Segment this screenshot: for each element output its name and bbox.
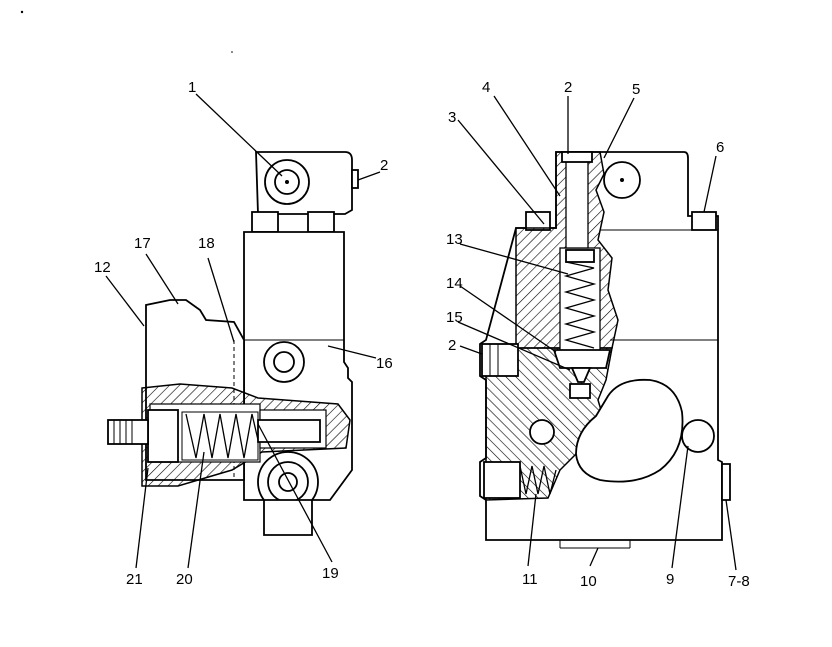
side-plug (351, 169, 359, 189)
side-plug-2 (481, 343, 519, 377)
callout-2-top: 2 (564, 79, 572, 96)
poppet-19 (257, 419, 321, 443)
plug-21 (147, 409, 179, 463)
right-view (479, 151, 731, 549)
callout-18: 18 (198, 235, 215, 252)
callout-5: 5 (632, 81, 640, 98)
spring-11 (519, 465, 557, 495)
callout-3: 3 (448, 109, 456, 126)
callout-21: 21 (126, 571, 143, 588)
callout-14: 14 (446, 275, 463, 292)
callout-19: 19 (322, 565, 339, 582)
port-1-center (285, 180, 289, 184)
poppet-seat (570, 367, 592, 383)
small-bore (529, 419, 555, 445)
lower-fitting-inner (278, 472, 298, 492)
callout-16: 16 (376, 355, 393, 372)
callout-6: 6 (716, 139, 724, 156)
callout-10: 10 (580, 573, 597, 590)
lower-boss (263, 499, 313, 536)
callout-4: 4 (482, 79, 490, 96)
leader-lines (105, 93, 737, 571)
port-9 (681, 419, 715, 453)
callout-2-left: 2 (380, 157, 388, 174)
bolt-right (307, 211, 335, 233)
callout-17: 17 (134, 235, 151, 252)
callout-13: 13 (446, 231, 463, 248)
spring-20 (185, 413, 259, 459)
callout-9: 9 (666, 571, 674, 588)
callout-7-8: 7-8 (728, 573, 750, 590)
stem-4 (565, 157, 589, 249)
callout-15: 15 (446, 309, 463, 326)
spring-cap (565, 249, 595, 263)
adjuster-stem (107, 419, 149, 445)
plug-11 (483, 461, 521, 499)
callout-11: 11 (522, 571, 538, 588)
spring-13 (563, 261, 597, 349)
callout-labels: 1 2 17 18 12 16 19 20 21 4 2 5 3 6 13 14… (94, 79, 750, 590)
adjuster-threads (113, 420, 133, 444)
callout-20: 20 (176, 571, 193, 588)
callout-12: 12 (94, 259, 111, 276)
port-16-inner (273, 351, 295, 373)
tab-7-8 (721, 463, 731, 501)
main-cavity (575, 378, 684, 483)
seat-15 (552, 349, 612, 369)
bolt-left (251, 211, 279, 233)
left-view (107, 151, 359, 536)
bolt-6 (691, 211, 717, 231)
callout-2-side: 2 (448, 337, 456, 354)
callout-1: 1 (188, 79, 196, 96)
